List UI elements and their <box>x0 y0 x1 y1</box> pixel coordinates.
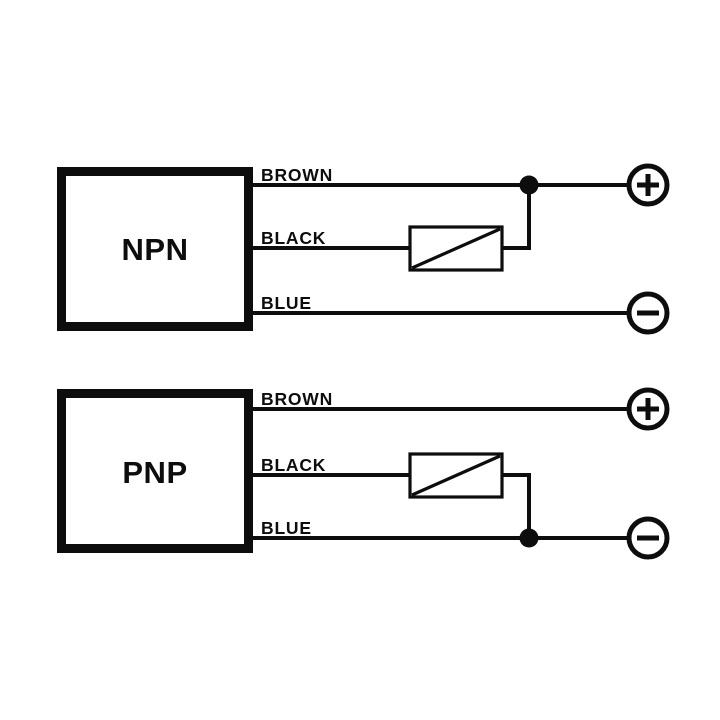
pnp-brown-label: BROWN <box>261 389 333 409</box>
pnp-junction-dot <box>519 528 539 548</box>
pnp-blue-label: BLUE <box>261 518 312 538</box>
pnp-load-symbol <box>408 452 504 499</box>
npn-blue-label: BLUE <box>261 293 312 313</box>
npn-positive-terminal-icon <box>626 163 670 207</box>
npn-junction-dot <box>519 175 539 195</box>
npn-brown-label: BROWN <box>261 165 333 185</box>
pnp-sensor-label: PNP <box>122 455 187 490</box>
npn-sensor-label: NPN <box>122 232 189 267</box>
pnp-circuit: PNP BROWN BLACK BLUE <box>57 387 670 560</box>
pnp-load-dropper <box>502 473 531 538</box>
npn-circuit: NPN BROWN BLACK BLUE <box>57 163 670 335</box>
npn-sensor-box <box>57 167 253 331</box>
npn-load-symbol <box>408 225 504 272</box>
npn-load-riser <box>502 185 531 250</box>
pnp-sensor-box <box>57 389 253 553</box>
pnp-negative-terminal-icon <box>626 516 670 560</box>
npn-negative-terminal-icon <box>626 291 670 335</box>
pnp-positive-terminal-icon <box>626 387 670 431</box>
npn-black-label: BLACK <box>261 228 326 248</box>
pnp-black-label: BLACK <box>261 455 326 475</box>
